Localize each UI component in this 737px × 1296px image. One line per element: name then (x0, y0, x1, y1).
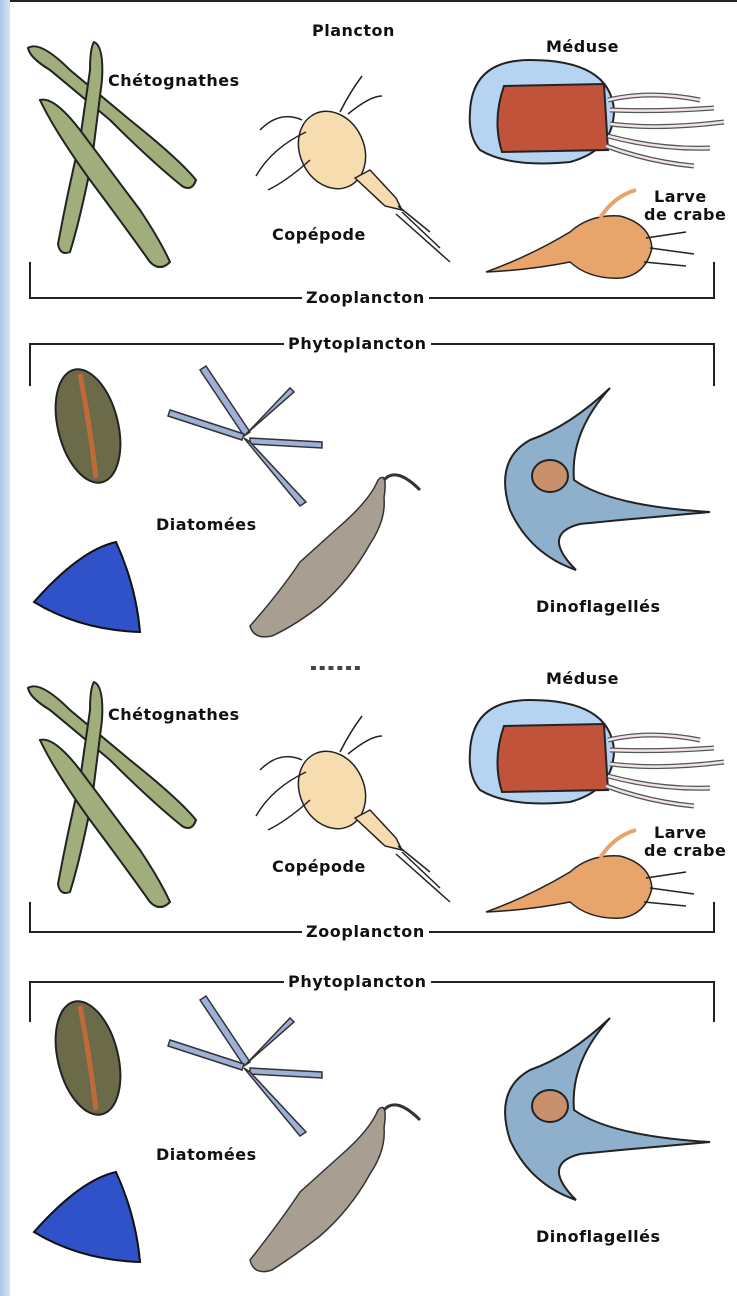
pennate-diatom-figure-2 (45, 994, 131, 1121)
jellyfish-figure-2 (470, 700, 724, 806)
meduse-label-2: Méduse (546, 670, 619, 688)
phytoplankton-panel-2: Phytoplancton Diatomées Dinoflagellés (10, 960, 737, 1296)
diatomees-label: Diatomées (156, 516, 257, 534)
chain-diatom-figure (168, 366, 322, 506)
de-crabe-label-2: de crabe (644, 842, 726, 860)
zooplankton-panel-1: Plancton Chétognathes Copépode Méduse La… (10, 0, 737, 310)
de-crabe-label: de crabe (644, 206, 726, 224)
plancton-title: Plancton (312, 22, 395, 40)
horned-dinoflagellate-figure-2 (505, 1018, 710, 1200)
zooplankton-panel-2: Chétognathes Copépode Méduse Larve de cr… (10, 640, 737, 950)
dinoflagelles-label-2: Dinoflagellés (536, 1228, 661, 1246)
larve-label-2: Larve (654, 824, 707, 842)
phytoplancton-label-2: Phytoplancton (284, 973, 431, 991)
zooplancton-label: Zooplancton (302, 289, 429, 307)
copepode-label-2: Copépode (272, 858, 366, 876)
diatomees-label-2: Diatomées (156, 1146, 257, 1164)
phytoplankton-panel-1: Phytoplancton Diatomées Dinoflagellés (10, 330, 737, 666)
phytoplancton-label: Phytoplancton (284, 335, 431, 353)
large-dinoflagellate-figure-2 (250, 1105, 420, 1272)
zooplankton-art (10, 0, 737, 310)
large-dinoflagellate-figure (250, 475, 420, 637)
horned-dinoflagellate-figure (505, 388, 710, 570)
jellyfish-figure (470, 60, 724, 166)
copepode-label: Copépode (272, 226, 366, 244)
left-edge-strip (0, 0, 10, 1296)
dinoflagelles-label: Dinoflagellés (536, 598, 661, 616)
zooplancton-label-2: Zooplancton (302, 923, 429, 941)
pennate-diatom-figure (45, 362, 131, 489)
chain-diatom-figure-2 (168, 996, 322, 1136)
chetognathes-label: Chétognathes (108, 72, 240, 90)
triangle-diatom-figure (34, 542, 140, 632)
triangle-diatom-figure-2 (34, 1172, 140, 1262)
zooplankton-art-2 (10, 640, 737, 950)
larve-label: Larve (654, 188, 707, 206)
meduse-label: Méduse (546, 38, 619, 56)
chetognathes-label-2: Chétognathes (108, 706, 240, 724)
